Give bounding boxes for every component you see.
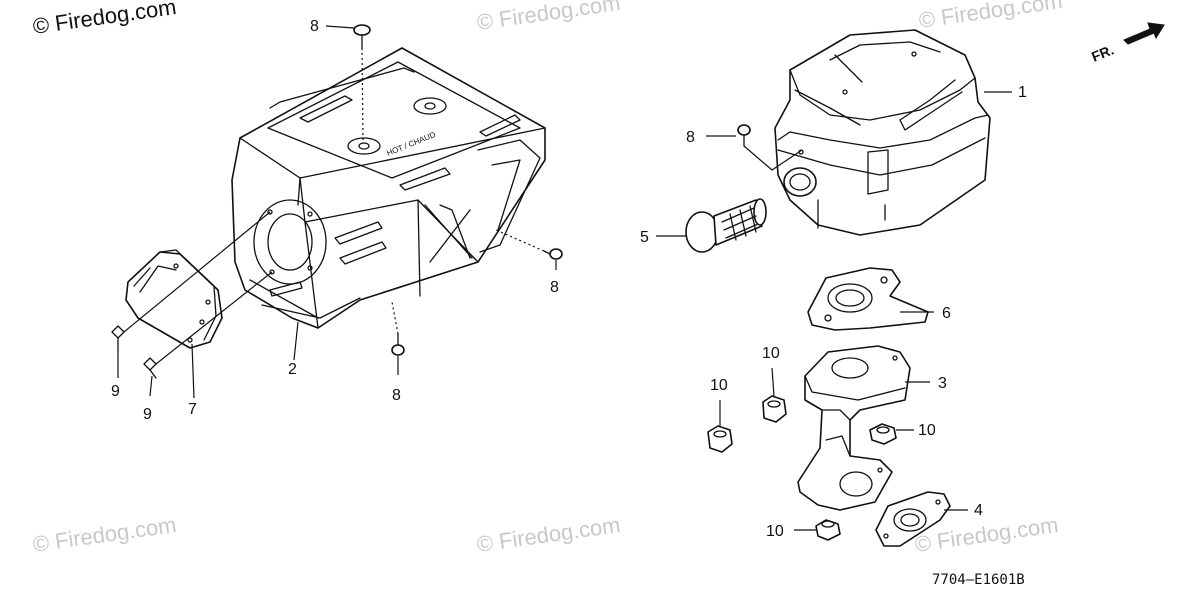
part-3-exhaust-joint [797, 345, 911, 511]
leader-lines-left [117, 25, 557, 399]
callout-8-right: 8 [550, 279, 559, 296]
leader-8-muffler-bolt [743, 145, 803, 171]
callout-6: 6 [942, 305, 951, 322]
callout-3: 3 [938, 375, 947, 392]
callout-9-right: 9 [143, 406, 152, 423]
screw-8-right [543, 248, 563, 260]
callout-10-c: 10 [918, 422, 936, 439]
part-5-spark-arrester [685, 198, 767, 253]
callout-10-d: 10 [766, 523, 784, 540]
callout-8-top: 8 [310, 18, 319, 35]
callout-7: 7 [188, 401, 197, 418]
part-1-muffler [774, 29, 991, 236]
callout-8-muffler: 8 [686, 129, 695, 146]
screw-9-right [143, 357, 157, 379]
watermark-bottom-left: © Firedog.com [31, 512, 178, 557]
nut-10-right [869, 423, 897, 445]
watermark-top-left: © Firedog.com [31, 0, 178, 39]
leader-lines-10 [719, 367, 914, 531]
part-2-muffler-protector: HOT / CHAUD [231, 47, 546, 329]
callout-4: 4 [974, 502, 983, 519]
callout-1: 1 [1018, 84, 1027, 101]
watermark-top-right: © Firedog.com [917, 0, 1064, 33]
nut-10-left [707, 425, 733, 453]
callout-10-b: 10 [762, 345, 780, 362]
screw-8-muffler [737, 124, 751, 147]
part-7-spark-arrester-cap [125, 249, 223, 349]
diagram-code: 7704—E1601B [932, 572, 1025, 588]
screw-8-top [353, 24, 371, 141]
watermark-top-center: © Firedog.com [475, 0, 622, 35]
watermark-bottom-center: © Firedog.com [475, 512, 622, 557]
part-4-gasket [875, 491, 951, 547]
callout-9-left: 9 [111, 383, 120, 400]
front-arrow-icon [1123, 22, 1165, 45]
nut-10-bottom [815, 519, 841, 541]
callout-8-bottom: 8 [392, 387, 401, 404]
part-6-gasket [807, 267, 929, 331]
front-direction-indicator: FR. [1089, 22, 1165, 65]
screw-8-bottom [391, 333, 405, 356]
screw-9-left [111, 325, 125, 351]
callout-5: 5 [640, 229, 649, 246]
callout-labels: 1 2 3 4 5 6 7 8 8 8 8 9 9 10 10 10 10 [111, 18, 1027, 540]
callout-10-a: 10 [710, 377, 728, 394]
nut-10-center [762, 395, 787, 423]
callout-2: 2 [288, 361, 297, 378]
direction-label: FR. [1089, 41, 1116, 64]
